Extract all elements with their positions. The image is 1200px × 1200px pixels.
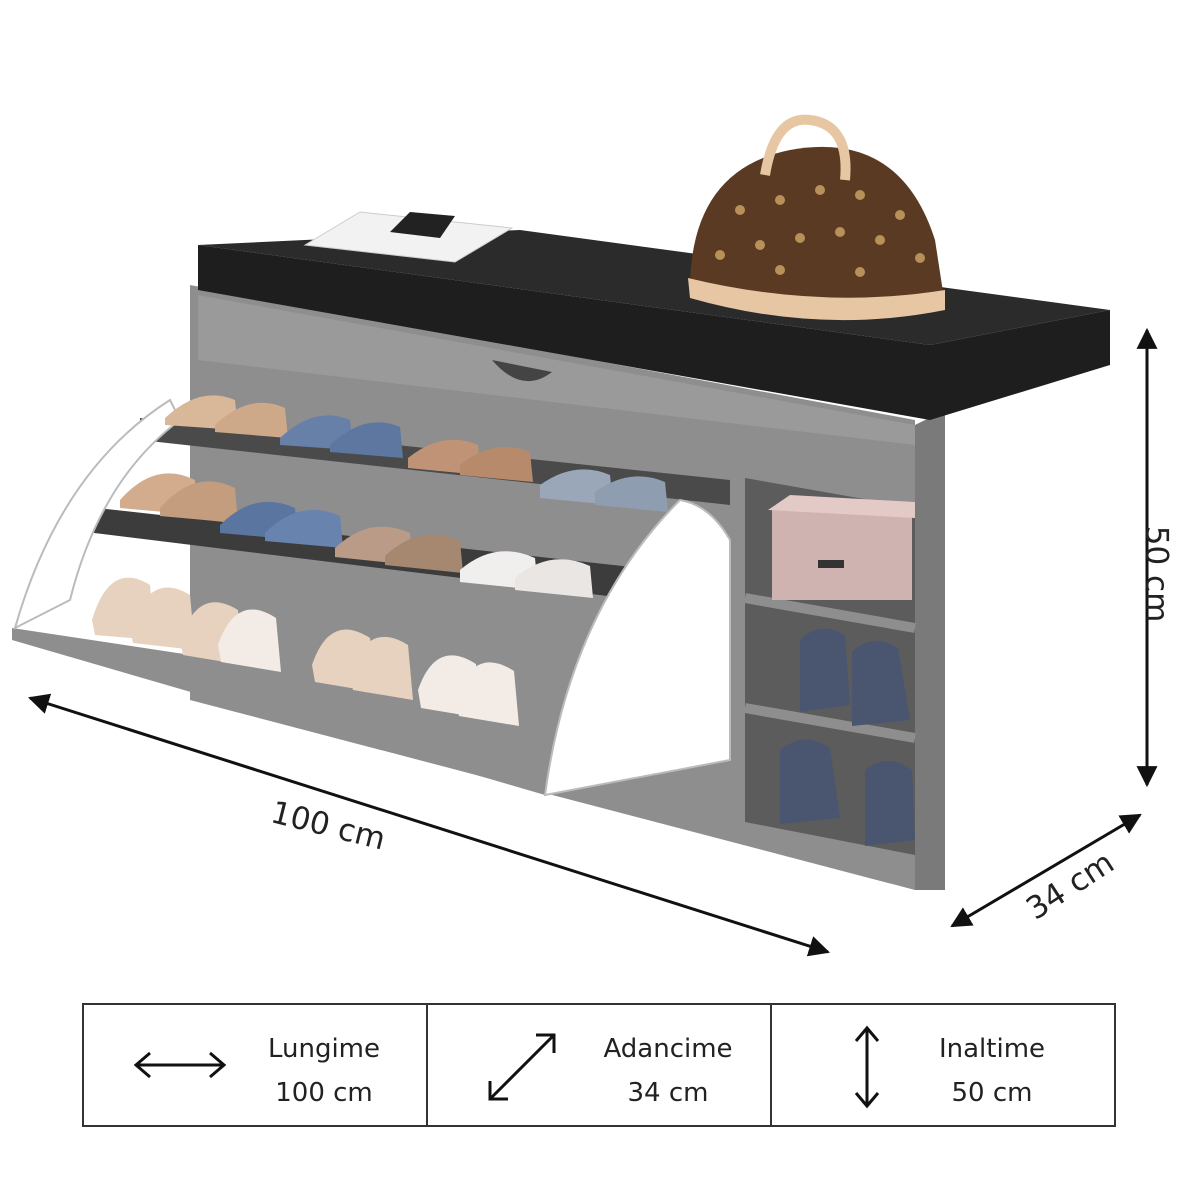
- shoes-middle-row: [120, 473, 593, 598]
- vertical-double-arrow-icon: [854, 1025, 880, 1109]
- length-dimension-arrow: [27, 693, 831, 957]
- spec-value: 100 cm: [275, 1078, 373, 1108]
- spec-label: Inaltime: [938, 1034, 1046, 1064]
- shoes-upper-row: [165, 395, 668, 512]
- seat-cushion-front: [198, 245, 1110, 420]
- spec-label: Lungime: [267, 1034, 381, 1064]
- diagonal-double-arrow-icon: [488, 1033, 556, 1101]
- cubby-shelf: [744, 593, 916, 633]
- spec-label: Adancime: [603, 1034, 733, 1064]
- storage-box-handle: [818, 560, 844, 568]
- horizontal-double-arrow-icon: [133, 1051, 227, 1079]
- depth-dimension-arrow: [950, 813, 1142, 928]
- top-drawer: [198, 295, 915, 445]
- left-hinge-mechanism: [13, 398, 182, 630]
- spec-text-length: Lungime 100 cm: [244, 1027, 404, 1115]
- cabinet-side-panel: [915, 410, 945, 890]
- spec-cell-length: Lungime 100 cm: [84, 1005, 428, 1125]
- drawer-handle-cutout: [492, 360, 552, 382]
- handbag: [688, 114, 945, 321]
- shoe-cabinet-bench: [12, 114, 1110, 890]
- spec-value: 50 cm: [951, 1078, 1033, 1108]
- spec-text-height: Inaltime 50 cm: [912, 1027, 1072, 1115]
- heels-lower-row: [92, 577, 519, 726]
- dimension-spec-table: Lungime 100 cm Adancime 34 cm Inaltime 5…: [82, 1003, 1116, 1127]
- spec-text-depth: Adancime 34 cm: [578, 1027, 758, 1115]
- decor-tray-with-phone: [303, 211, 514, 263]
- storage-box: [772, 510, 912, 600]
- spec-cell-depth: Adancime 34 cm: [428, 1005, 772, 1125]
- height-dimension-label: 50 cm: [1138, 525, 1175, 623]
- spec-value: 34 cm: [627, 1078, 709, 1108]
- storage-box-lid: [768, 495, 915, 518]
- spec-cell-height: Inaltime 50 cm: [772, 1005, 1114, 1125]
